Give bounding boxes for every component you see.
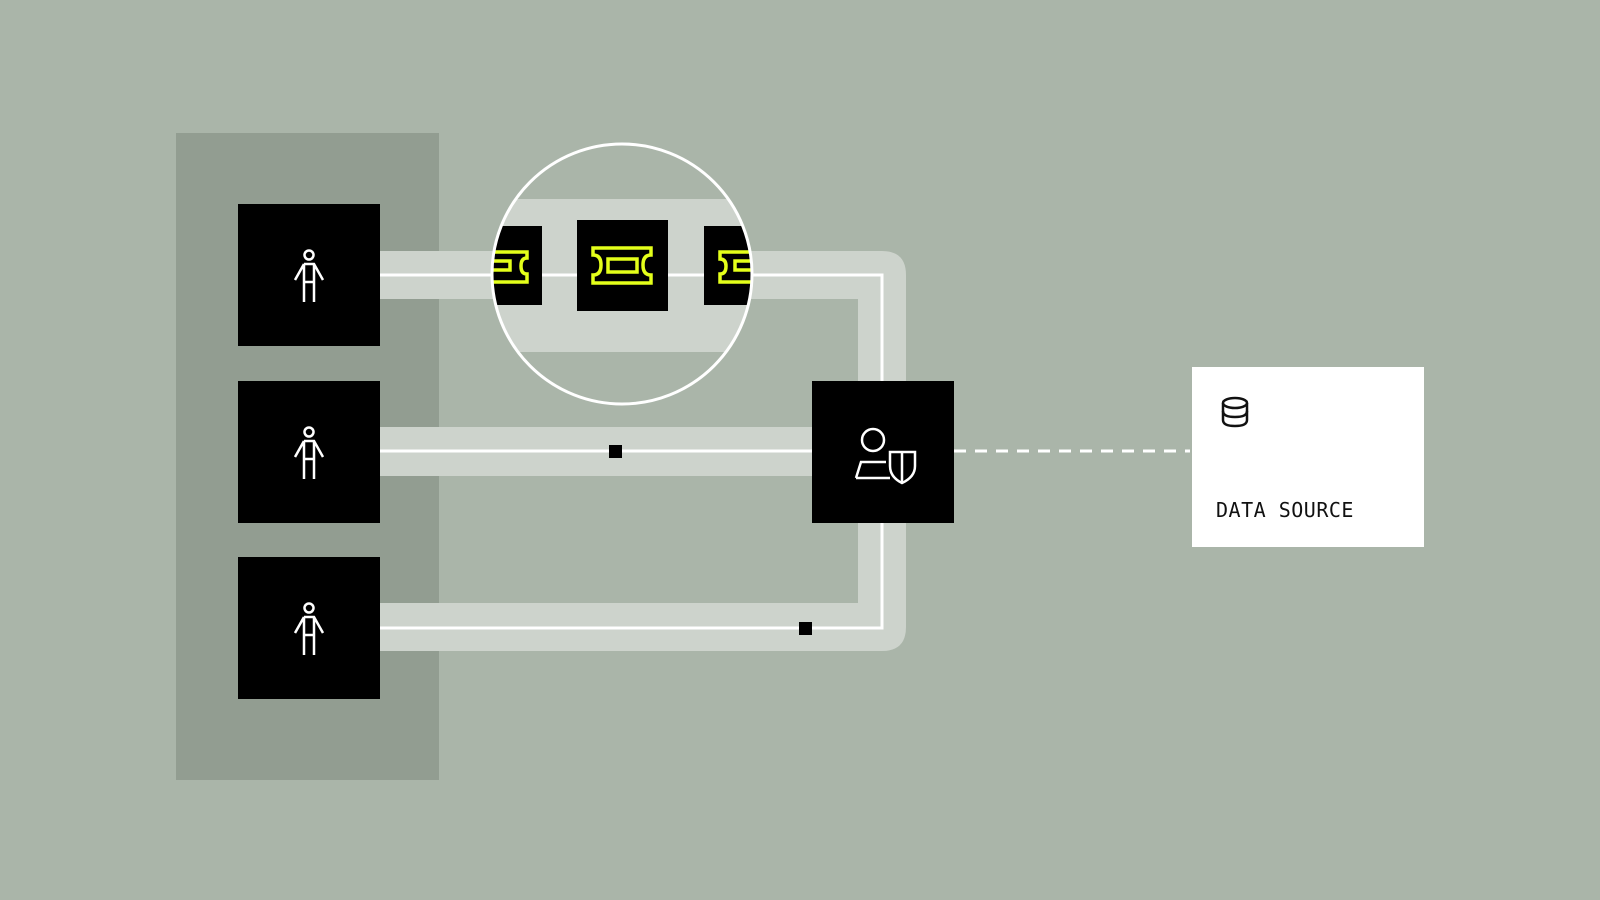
person-icon (293, 249, 325, 302)
packet-marker (799, 622, 812, 635)
user-shield-icon (854, 427, 917, 485)
data-source-label: DATA SOURCE (1216, 498, 1354, 522)
user-node-2 (238, 381, 380, 523)
data-source-card[interactable]: DATA SOURCE (1192, 367, 1424, 547)
ticket-node-center (577, 220, 668, 311)
ticket-node-left (492, 226, 542, 305)
user-node-3 (238, 557, 380, 699)
bottom-route-band (379, 523, 906, 651)
magnifier-lens (490, 142, 754, 406)
person-icon (293, 426, 325, 479)
ticket-icon (718, 250, 752, 284)
user-node-1 (238, 204, 380, 346)
gateway-node (812, 381, 954, 523)
person-icon (293, 602, 325, 655)
bottom-connector (379, 523, 884, 630)
ticket-node-right (704, 226, 752, 305)
database-icon (1221, 396, 1249, 428)
ticket-icon (492, 250, 529, 284)
ticket-icon (591, 246, 653, 285)
packet-marker (609, 445, 622, 458)
